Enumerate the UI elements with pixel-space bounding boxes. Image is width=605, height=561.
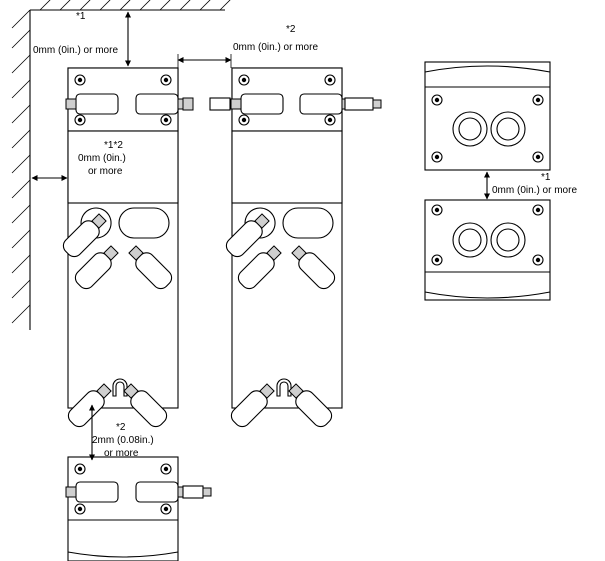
bottom-label-line1: 2mm (0.08in.)	[92, 435, 154, 446]
side-note: *1*2	[104, 140, 123, 151]
top-mid-label: 0mm (0in.) or more	[233, 42, 318, 53]
top-cables	[65, 93, 382, 115]
bottom-cables	[65, 481, 212, 503]
module-right-top	[424, 61, 551, 171]
right-label: 0mm (0in.) or more	[492, 185, 577, 196]
top-left-label: 0mm (0in.) or more	[33, 45, 118, 56]
bottom-label-line2: or more	[104, 448, 139, 459]
side-label-line2: or more	[88, 166, 123, 177]
module-bottom	[67, 456, 179, 561]
bottom-note: *2	[116, 422, 126, 433]
dimension-arrows	[31, 11, 490, 461]
top-mid-note: *2	[286, 24, 296, 35]
top-left-note: *1	[76, 11, 86, 22]
module-right-bottom	[424, 199, 551, 301]
wall-hatch	[11, 0, 231, 330]
side-label-line1: 0mm (0in.)	[78, 153, 126, 164]
right-note: *1	[541, 172, 551, 183]
